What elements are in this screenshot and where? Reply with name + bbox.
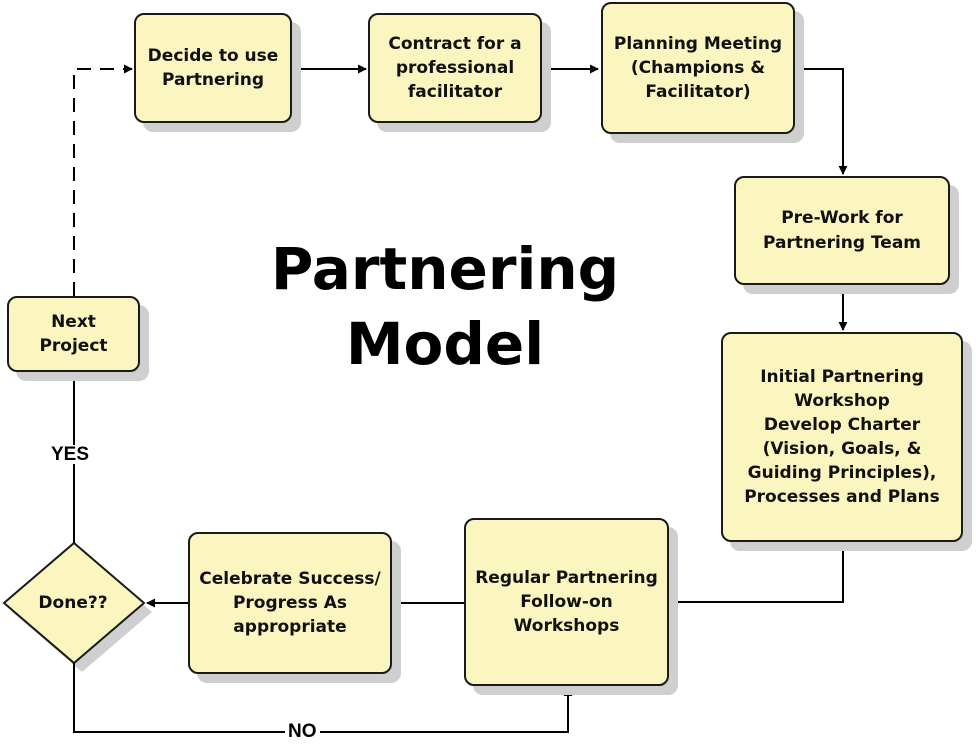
node-done: Done?? <box>38 593 108 613</box>
node-initial-workshop: Initial Partnering Workshop Develop Char… <box>721 332 963 542</box>
arrow-done-no-to-regular <box>73 663 573 733</box>
node-regular-workshops: Regular Partnering Follow-on Workshops <box>464 518 669 686</box>
diagram-title: Partnering Model <box>270 235 620 379</box>
arrow-next-to-decide-dashed <box>73 64 133 296</box>
node-celebrate-success: Celebrate Success/ Progress As appropria… <box>188 532 392 674</box>
node-planning-meeting: Planning Meeting (Champions & Facilitato… <box>601 2 795 134</box>
node-decide-to-use-partnering: Decide to use Partnering <box>134 13 292 123</box>
node-pre-work: Pre-Work for Partnering Team <box>734 176 950 285</box>
edge-label-no: NO <box>285 722 320 741</box>
edge-label-yes: YES <box>48 445 93 464</box>
node-next-project: Next Project <box>7 296 140 372</box>
node-contract-facilitator: Contract for a professional facilitator <box>368 13 542 123</box>
arrow-initial-to-regular <box>668 542 844 607</box>
arrow-planning-to-prework <box>795 68 848 175</box>
